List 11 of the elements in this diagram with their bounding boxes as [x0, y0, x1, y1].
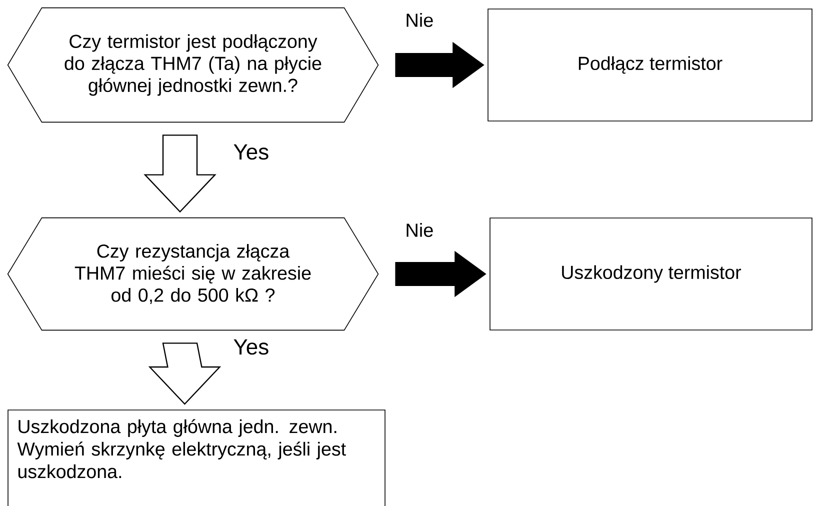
edge-label: Nie: [404, 222, 435, 238]
edge-label: Yes: [232, 143, 270, 161]
decision-hexagon: Czy termistor jest podłączony do złącza THM7 (Ta) na płycie głównej jednostki zewn.?: [7, 7, 379, 123]
process-box: Uszkodzona płyta główna jedn. zewn. Wymień skrzynkę elektryczną, jeśli jest uszkodzona.: [8, 410, 386, 506]
edge-label: Yes: [232, 338, 270, 356]
block-arrow: [144, 134, 216, 213]
process-box: Uszkodzony termistor: [490, 218, 812, 330]
edge-label: Nie: [404, 12, 435, 28]
block-arrow: [148, 342, 222, 405]
decision-hexagon: Czy rezystancja złącza THM7 mieści się w zakresie od 0,2 do 500 kΩ ?: [7, 217, 379, 331]
process-box: Podłącz termistor: [488, 8, 812, 122]
